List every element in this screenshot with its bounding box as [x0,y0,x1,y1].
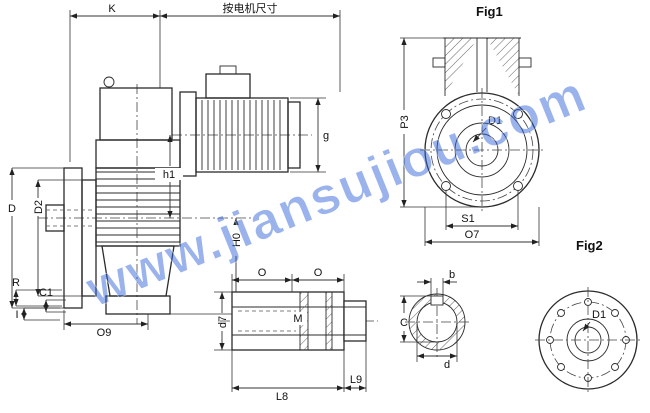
fig2-view: Fig2 D1 [535,238,641,393]
flange-face-circle [436,104,528,196]
bolt-hole [557,309,565,317]
top-dimensions: K 按电机尺寸 [69,1,341,162]
dim-label-c: C [400,317,408,329]
dim-label-d1-fig2: D1 [592,309,606,321]
terminal-box-cap [219,65,237,75]
dim-label-g: g [323,130,329,142]
dim-label-o9: O9 [97,327,112,339]
side-view-dimensions: D D2 R C1 I O9 h1 H0 [8,97,329,339]
dim-label-s1: S1 [461,213,474,225]
dim-label-h0: H0 [231,233,243,247]
hollow-shaft-detail: M O O d7 L8 L9 [214,267,378,403]
dim-label-l9: L9 [350,374,362,386]
housing-bolt-left [432,57,446,68]
input-housing [99,87,173,141]
housing-base [105,295,171,315]
dim-label-i: I [15,309,18,321]
dim-label-b: b [449,269,455,281]
housing-transition [95,139,181,169]
dim-label-h1: h1 [163,169,175,181]
eye-bolt [103,76,115,88]
dim-label-o7: O7 [465,229,480,241]
dim-label-r: R [12,277,20,289]
bolt-hole [611,309,619,317]
bolt-hole [513,181,523,191]
keyway-section: b C d [400,269,469,371]
dim-label-d7: d7 [217,316,229,328]
bolt-hole [441,181,451,191]
bolt-hole [441,109,451,119]
dim-label-motor-size: 按电机尺寸 [223,1,278,15]
dim-label-d: D [8,203,16,215]
dim-label-d1-fig1: D1 [488,115,502,127]
dim-label-d2: D2 [33,200,45,214]
bolt-hole [557,363,565,371]
output-flange-plate [63,167,83,309]
fig2-title: Fig2 [576,238,603,253]
terminal-box [205,73,251,99]
shaft-stub [343,300,367,342]
dim-label-k: K [108,3,116,15]
dim-label-o-right: O [314,267,323,279]
motor-end-cap [287,101,301,169]
dim-label-c1: C1 [39,287,53,299]
dim-label-m: M [293,313,302,325]
dim-label-p3: P3 [399,115,411,128]
bolt-hole [611,363,619,371]
fig1-view: D1 P3 S1 O7 Fig1 [399,4,544,246]
housing-fins [96,171,180,243]
motor-flange [179,91,197,177]
hub-circle [454,122,510,178]
fig1-title: Fig1 [476,4,503,19]
motor-fins [201,100,281,170]
housing-bolt-right [518,57,532,68]
shaft-body [231,291,345,351]
dim-label-d-small: d [444,359,450,371]
side-view [38,65,312,324]
keyway-slot [430,295,444,306]
bolt-hole [513,109,523,119]
dim-label-l8: L8 [276,391,288,403]
hollow-shaft-stub [45,204,65,232]
output-flange-step [81,179,97,297]
dim-label-o-left: O [258,267,267,279]
